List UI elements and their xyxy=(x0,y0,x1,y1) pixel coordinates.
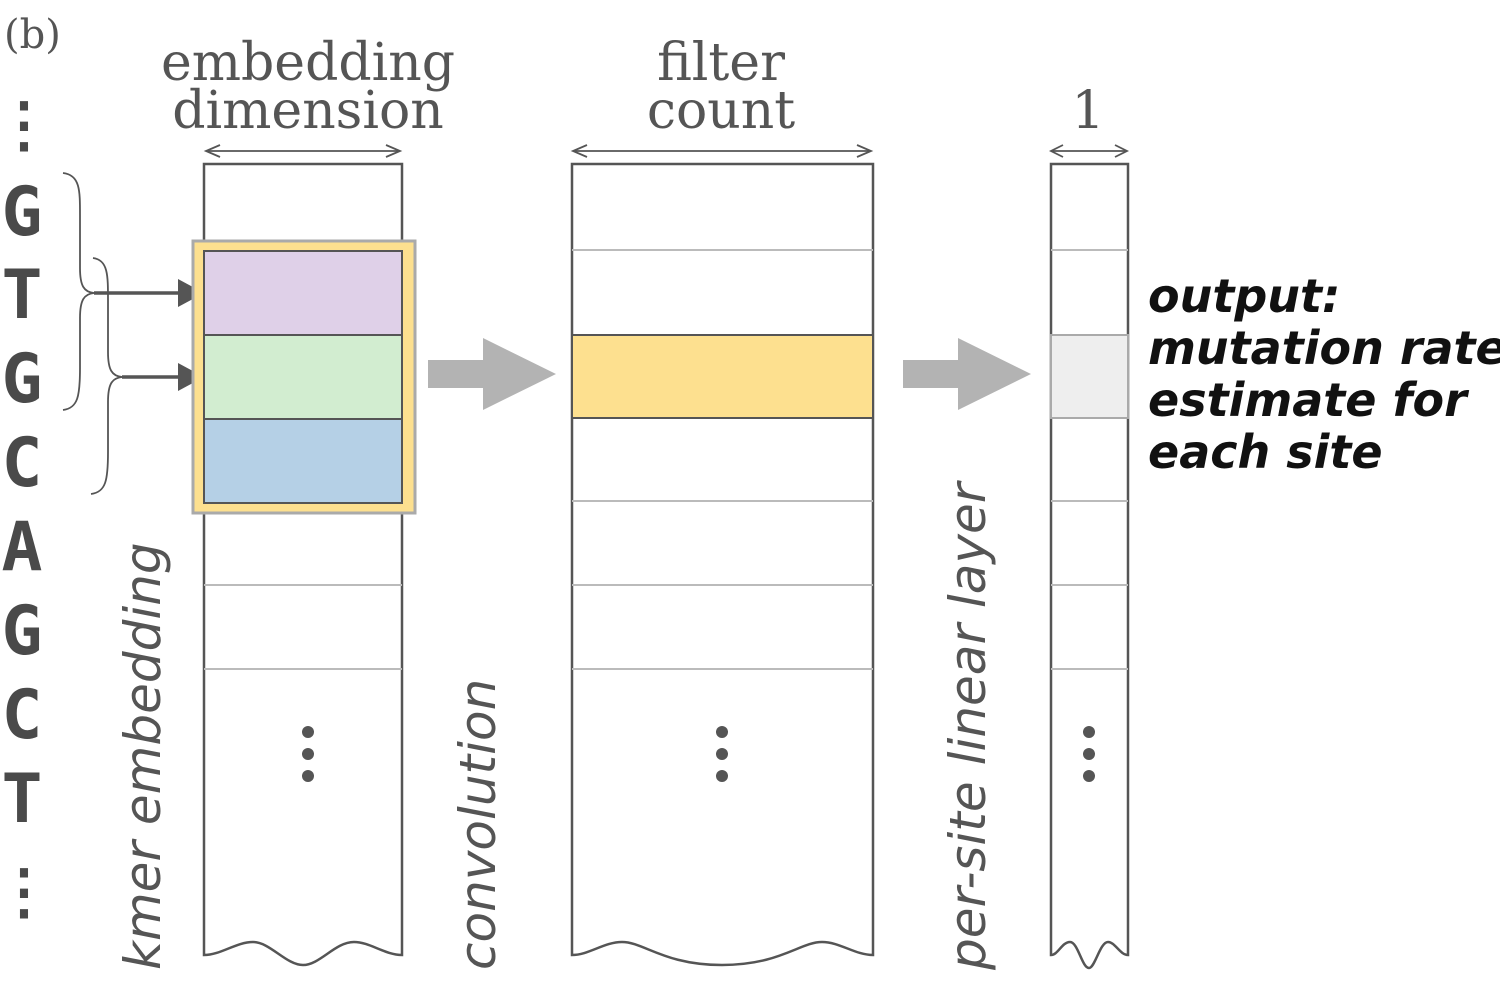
output-header: 1 xyxy=(1071,81,1104,141)
filter-width-marker xyxy=(570,144,874,158)
embedding-width-marker xyxy=(203,144,403,158)
sequence-base: G xyxy=(2,173,43,252)
output-label-line: output: xyxy=(1148,269,1340,323)
sequence-base: T xyxy=(2,256,43,335)
filter-header-line2: count xyxy=(647,81,795,141)
output-width-marker xyxy=(1048,144,1130,158)
embedding-row-green xyxy=(203,334,403,420)
kmer-brace-1 xyxy=(62,172,95,411)
kmer-embedding-caption: kmer embedding xyxy=(114,542,172,970)
sequence-base: T xyxy=(2,760,43,839)
output-column: 1 xyxy=(1048,81,1130,970)
embedding-header-line1: embedding xyxy=(161,33,455,93)
embedding-row-purple xyxy=(203,250,403,336)
convolution-caption: convolution xyxy=(449,679,507,970)
sequence-base: G xyxy=(2,340,43,419)
convolution-arrow-icon xyxy=(428,338,556,410)
output-label-line: estimate for xyxy=(1148,373,1470,427)
output-label-line: each site xyxy=(1148,425,1383,479)
brace-arrow-2 xyxy=(122,363,204,391)
dna-sequence: ⋮ G T G C A G C T ⋮ xyxy=(0,90,54,927)
brace-arrow-1 xyxy=(94,279,204,307)
embedding-row-blue xyxy=(203,418,403,504)
output-label-line: mutation rate xyxy=(1148,321,1500,375)
sequence-base: A xyxy=(2,508,43,587)
filter-column: filter count xyxy=(570,33,875,967)
sequence-ellipsis-top: ⋮ xyxy=(0,90,54,160)
filter-row-highlight xyxy=(571,334,874,419)
sequence-base: C xyxy=(2,424,43,503)
filter-box xyxy=(570,162,875,967)
embedding-ellipsis-icon xyxy=(302,726,314,782)
linear-layer-arrow-icon xyxy=(903,338,1031,410)
embedding-column: embedding dimension kmer embedding xyxy=(114,33,455,970)
linear-layer-caption: per-site linear layer xyxy=(939,479,997,971)
filter-header-line1: filter xyxy=(657,33,785,93)
sequence-base: C xyxy=(2,676,43,755)
filter-ellipsis-icon xyxy=(716,726,728,782)
sequence-ellipsis-bottom: ⋮ xyxy=(0,857,54,927)
output-row-highlight xyxy=(1050,334,1129,419)
embedding-header-line2: dimension xyxy=(172,81,444,141)
panel-label: (b) xyxy=(4,12,61,58)
output-label: output: mutation rate estimate for each … xyxy=(1148,269,1500,479)
sequence-base: G xyxy=(2,592,43,671)
output-box xyxy=(1049,162,1130,970)
output-ellipsis-icon xyxy=(1083,726,1095,782)
